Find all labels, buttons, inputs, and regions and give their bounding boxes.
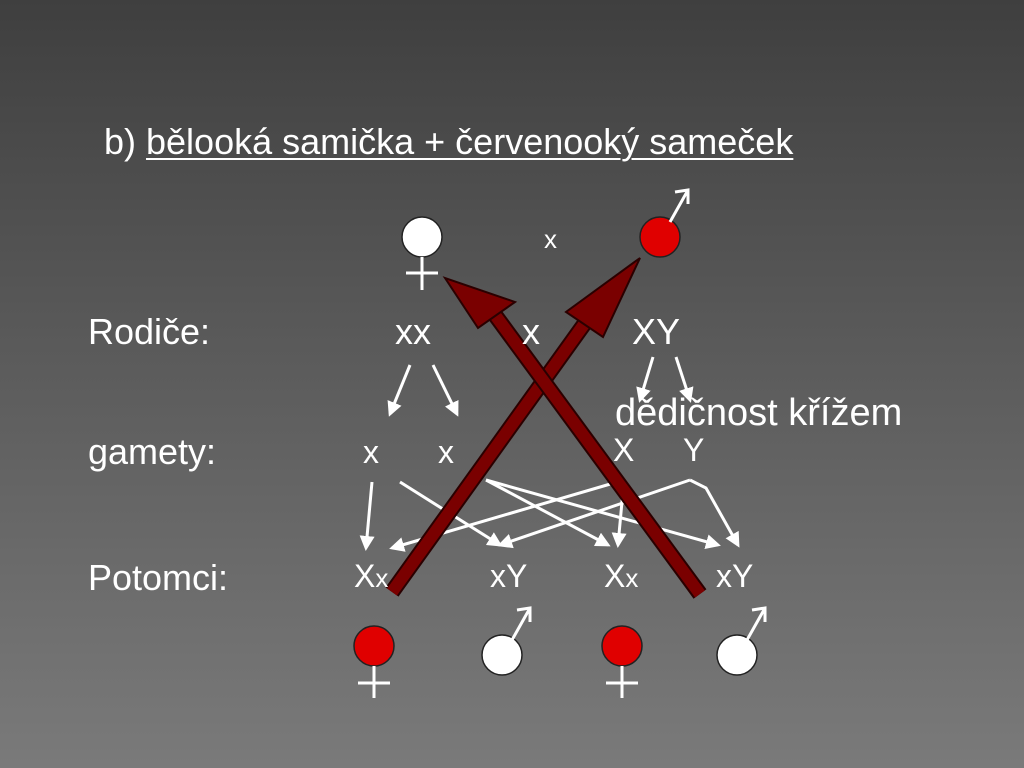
female-parent-eye-icon — [401, 216, 443, 258]
slide-title: b) bělooká samička + červenooký sameček — [104, 124, 793, 160]
arrow-XY-g4 — [674, 356, 694, 403]
parents-row-label: Rodiče: — [88, 311, 211, 352]
offspring-3-genotype: Xx — [604, 558, 639, 594]
offspring-2-male-symbol — [481, 606, 532, 676]
title-prefix: b) — [104, 121, 147, 162]
arrow-g4-o2 — [497, 478, 691, 549]
parent-gamete-arrows — [387, 356, 694, 417]
arrow-xx-g2 — [431, 364, 459, 417]
offspring-4-male-symbol — [716, 606, 767, 676]
offspring-4-eye-icon — [716, 634, 758, 676]
female-parent-genotype: xx — [395, 311, 431, 352]
title-underlined: bělooká samička + červenooký sameček — [146, 121, 794, 162]
arrow-g1-o1 — [359, 481, 375, 551]
arrow-g2-o3 — [485, 478, 611, 547]
male-parent-symbol — [639, 188, 690, 258]
arrow-g4-o4 — [689, 478, 740, 548]
arrow-XY-g3 — [636, 356, 655, 403]
criss-cross-arrows — [385, 257, 707, 599]
offspring-3-eye-icon — [601, 625, 643, 667]
offspring-1-genotype: Xx — [354, 558, 389, 594]
male-parent-genotype: XY — [632, 311, 681, 352]
offspring-3-female-symbol — [601, 625, 643, 698]
offspring-2-eye-icon — [481, 634, 523, 676]
gamete-4: Y — [683, 432, 705, 468]
cross-sign: x — [544, 224, 557, 254]
criss-cross-annotation: dědičnost křížem — [615, 392, 903, 434]
offspring-2-genotype: xY — [490, 558, 528, 594]
offspring-1-female-symbol — [353, 625, 395, 698]
arrow-xx-g1 — [387, 364, 412, 417]
gamete-3: X — [613, 432, 635, 468]
offspring-row-label: Potomci: — [88, 557, 229, 598]
arrow-g2-o4 — [485, 478, 721, 549]
offspring-1-eye-icon — [353, 625, 395, 667]
offspring-4-genotype: xY — [716, 558, 754, 594]
gametes-row-label: gamety: — [88, 431, 217, 472]
gamete-2: x — [438, 434, 454, 470]
gamete-1: x — [363, 434, 379, 470]
parents-times-sign: x — [522, 311, 540, 352]
male-parent-eye-icon — [639, 216, 681, 258]
female-parent-symbol — [401, 216, 443, 290]
